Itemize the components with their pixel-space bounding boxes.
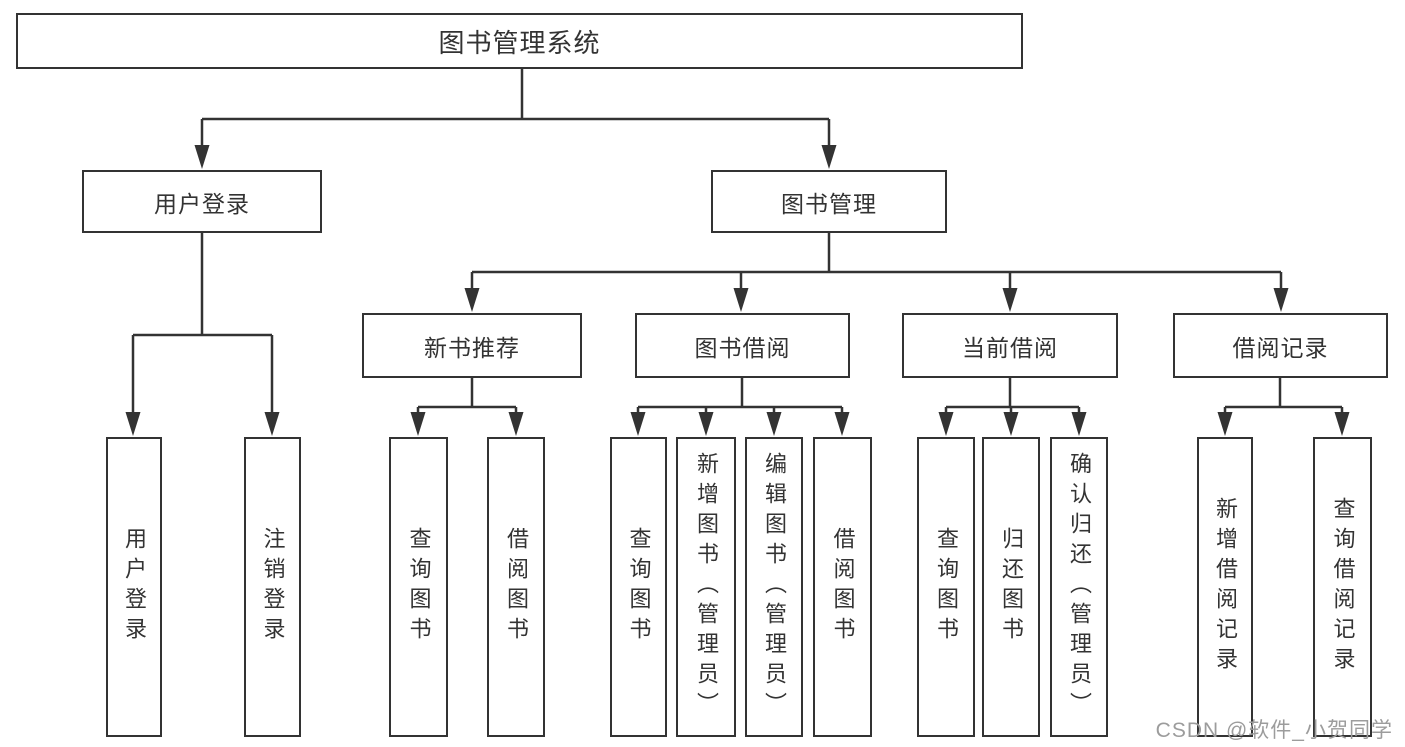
node-login-user: 用户登录 <box>106 437 162 737</box>
node-label: 用户登录 <box>154 190 250 217</box>
node-current-query-books: 查询图书 <box>917 437 975 737</box>
node-newbook-borrow-books: 借阅图书 <box>487 437 545 737</box>
node-label: 图书管理系统 <box>438 27 601 58</box>
node-borrow-add-books-admin: 新增图书（管理员） <box>676 437 736 737</box>
node-book-management-system: 图书管理系统 <box>16 13 1023 69</box>
node-current-borrow: 当前借阅 <box>902 313 1118 378</box>
node-label: 用户登录 <box>122 527 147 647</box>
node-label: 图书借阅 <box>694 334 791 361</box>
node-label: 查询借阅记录 <box>1330 497 1356 677</box>
node-label: 借阅图书 <box>504 527 529 647</box>
node-current-return-books: 归还图书 <box>982 437 1040 737</box>
node-label: 注销登录 <box>260 527 286 647</box>
node-label: 借阅记录 <box>1232 334 1329 361</box>
node-records-query-record: 查询借阅记录 <box>1313 437 1372 737</box>
node-label: 确认归还（管理员） <box>1067 452 1092 722</box>
tree-edges <box>131 69 1344 413</box>
node-label: 查询图书 <box>626 527 652 647</box>
node-label: 新增借阅记录 <box>1213 497 1238 677</box>
node-label: 编辑图书（管理员） <box>762 452 787 722</box>
node-newbook-query-books: 查询图书 <box>389 437 448 737</box>
node-label: 图书管理 <box>781 190 877 217</box>
node-label: 新增图书（管理员） <box>694 452 719 722</box>
node-borrow-records: 借阅记录 <box>1173 313 1388 378</box>
node-label: 当前借阅 <box>962 334 1058 361</box>
node-records-add-record: 新增借阅记录 <box>1197 437 1253 737</box>
node-label: 借阅图书 <box>830 527 856 647</box>
node-book-borrow: 图书借阅 <box>635 313 850 378</box>
arrowheads <box>125 145 1350 436</box>
node-user-login: 用户登录 <box>82 170 322 233</box>
node-label: 查询图书 <box>406 527 432 647</box>
node-new-book-recommend: 新书推荐 <box>362 313 582 378</box>
node-login-logout: 注销登录 <box>244 437 301 737</box>
node-label: 新书推荐 <box>424 334 520 361</box>
node-book-management: 图书管理 <box>711 170 947 233</box>
node-borrow-borrow-books: 借阅图书 <box>813 437 872 737</box>
node-label: 归还图书 <box>999 527 1024 647</box>
node-borrow-edit-books-admin: 编辑图书（管理员） <box>745 437 803 737</box>
node-current-confirm-return-admin: 确认归还（管理员） <box>1050 437 1108 737</box>
node-borrow-query-books: 查询图书 <box>610 437 667 737</box>
csdn-watermark: CSDN @软件_小贺同学 <box>1155 719 1393 742</box>
node-label: 查询图书 <box>934 527 959 647</box>
